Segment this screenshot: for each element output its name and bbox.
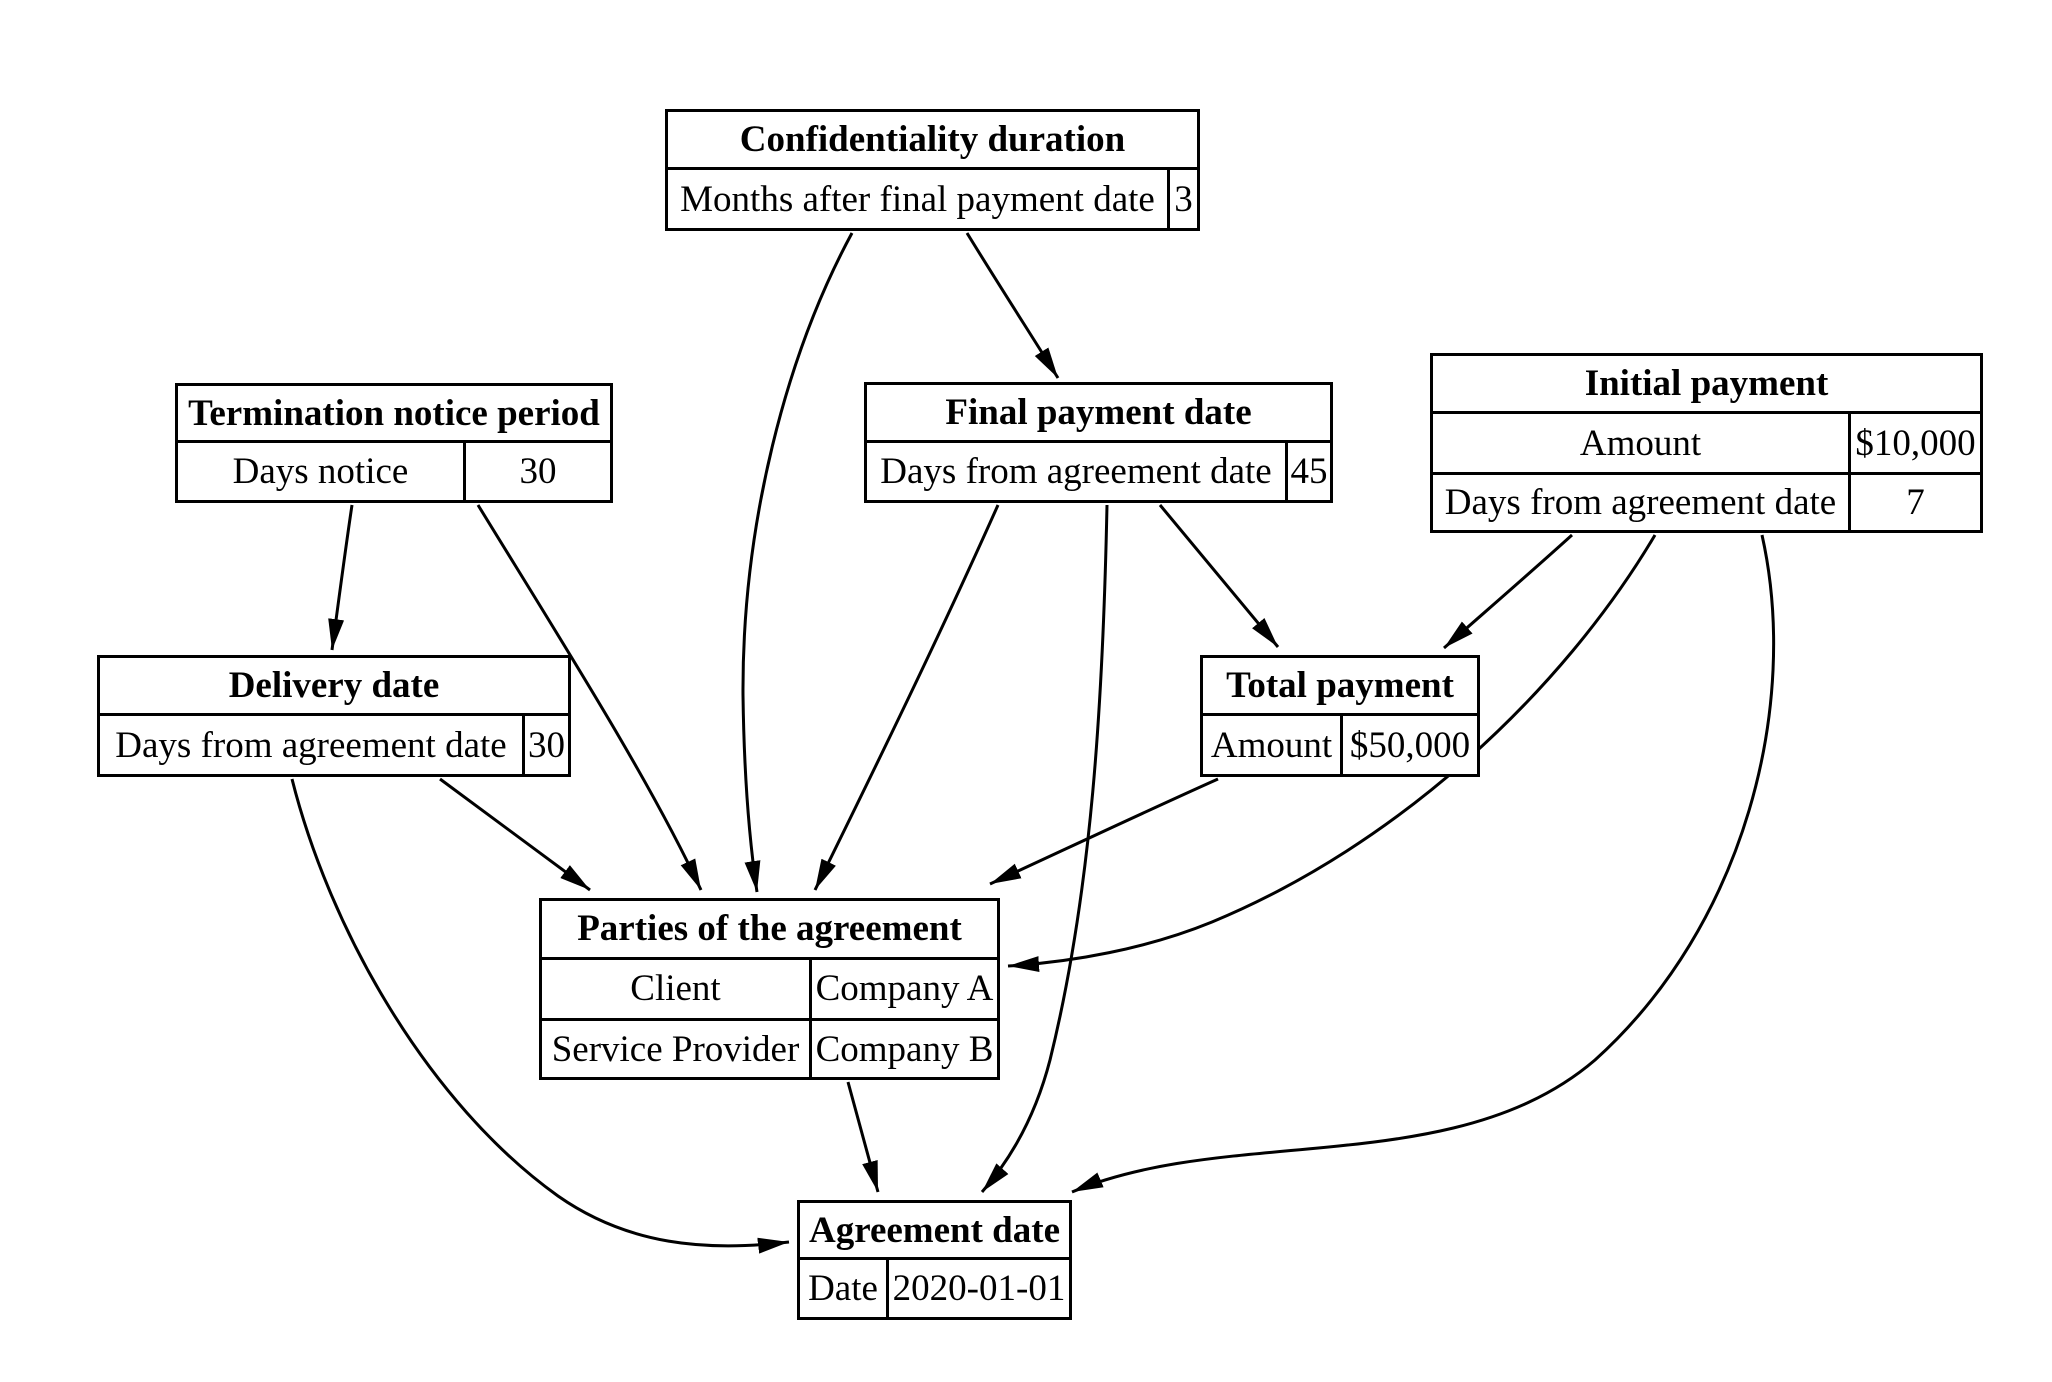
edge-termination-notice-period-to-parties-of-the-agreement [476, 504, 703, 891]
node-title: Total payment [1203, 658, 1477, 716]
node-title: Confidentiality duration [668, 112, 1197, 170]
field-value: 45 [1285, 442, 1330, 500]
edge-parties-of-the-agreement-to-agreement-date [846, 1081, 880, 1193]
field-label: Days from agreement date [880, 450, 1272, 492]
record-row: Months after final payment date 3 [668, 170, 1197, 228]
field-label: Client [630, 968, 721, 1010]
node-title: Agreement date [800, 1203, 1069, 1260]
node-title: Delivery date [100, 658, 568, 716]
edge-initial-payment-to-parties-of-the-agreement [1007, 534, 1657, 973]
record-row: Days notice 30 [178, 443, 610, 500]
field-value: 3 [1167, 170, 1197, 228]
edge-confidentiality-duration-to-parties-of-the-agreement [741, 232, 854, 893]
field-label: Amount [1579, 422, 1702, 464]
field-value: Company B [809, 1021, 997, 1077]
record-row: Amount $10,000 [1433, 414, 1980, 472]
field-value: $10,000 [1848, 414, 1980, 472]
field-label: Days from agreement date [1444, 482, 1837, 523]
edge-final-payment-date-to-parties-of-the-agreement [813, 504, 1000, 891]
record-row: Days from agreement date 45 [867, 442, 1330, 500]
node-title: Parties of the agreement [542, 901, 997, 960]
record-row: Client Company A [542, 959, 997, 1019]
record-row: Days from agreement date 7 [1433, 472, 1980, 530]
edge-delivery-date-to-parties-of-the-agreement [439, 777, 591, 892]
field-value: 2020-01-01 [886, 1260, 1069, 1317]
edge-initial-payment-to-agreement-date [1071, 534, 1776, 1194]
edge-confidentiality-duration-to-final-payment-date [965, 232, 1060, 379]
field-value: 30 [522, 716, 568, 774]
field-value: Company A [809, 959, 997, 1019]
edge-final-payment-date-to-total-payment [1158, 504, 1280, 648]
edge-total-payment-to-parties-of-the-agreement [989, 777, 1219, 886]
node-title: Final payment date [867, 385, 1330, 443]
field-label: Amount [1210, 724, 1333, 766]
edge-final-payment-date-to-agreement-date [980, 504, 1109, 1193]
record-row: Days from agreement date 30 [100, 716, 568, 774]
node-title: Initial payment [1433, 356, 1980, 414]
field-label: Date [808, 1268, 878, 1309]
record-row: Amount$50,000 [1203, 716, 1477, 774]
edge-termination-notice-period-to-delivery-date [328, 504, 354, 651]
field-value: 30 [463, 443, 610, 500]
edge-delivery-date-to-agreement-date [290, 778, 790, 1254]
edge-initial-payment-to-total-payment [1443, 533, 1574, 650]
field-label: Months after final payment date [680, 178, 1155, 220]
field-value: 7 [1848, 475, 1980, 530]
field-label: Service Provider [551, 1028, 800, 1070]
field-label: Days notice [232, 451, 409, 492]
field-label: Days from agreement date [115, 724, 507, 766]
field-value: $50,000 [1340, 716, 1477, 774]
node-title: Termination notice period [178, 386, 610, 443]
